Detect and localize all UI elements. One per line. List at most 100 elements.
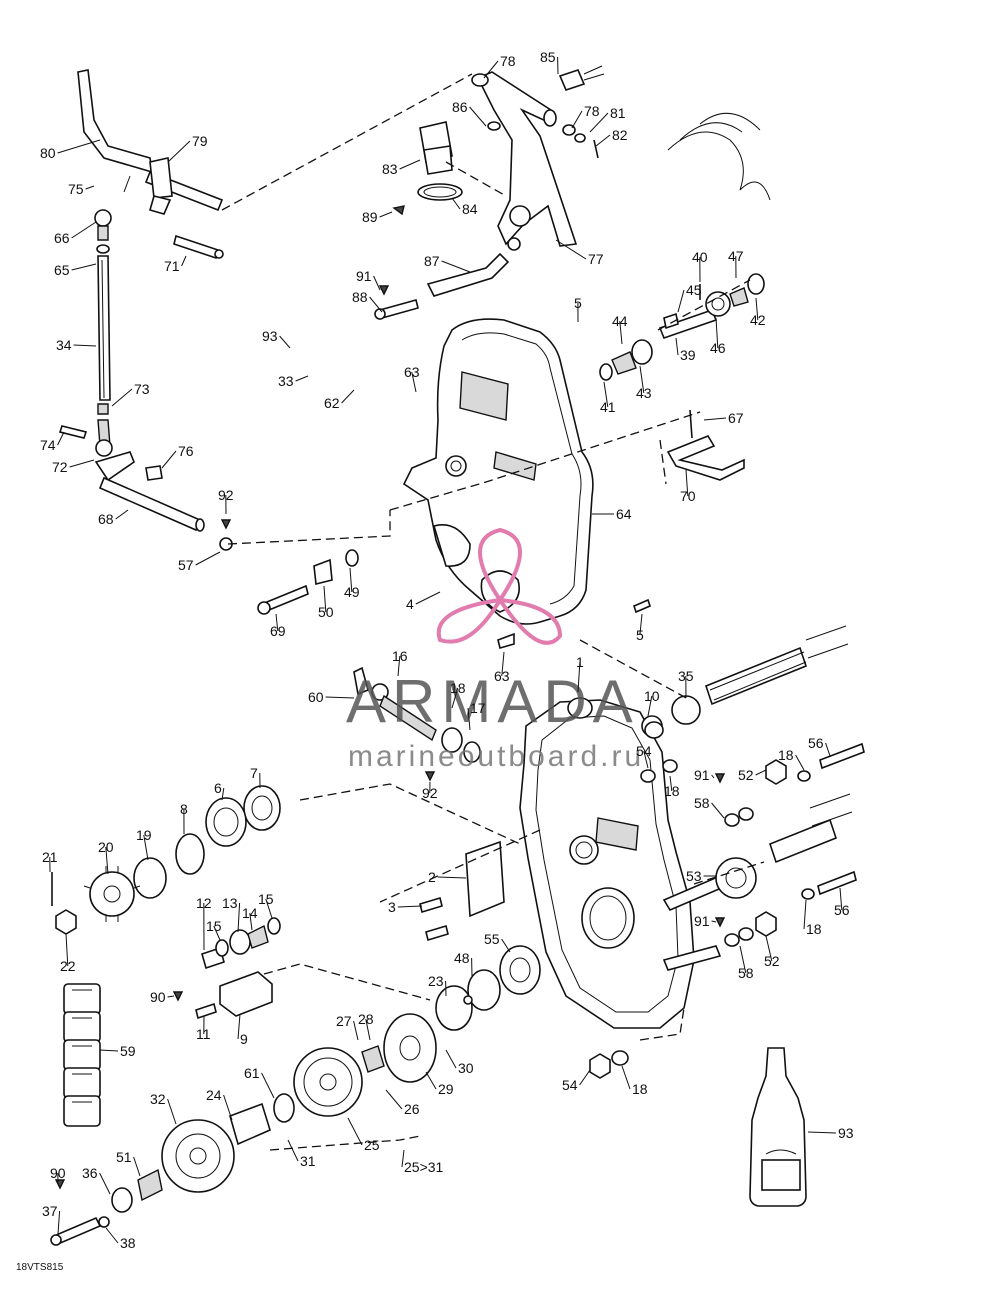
callout-41: 41 [600, 381, 616, 415]
leader-line [739, 945, 747, 974]
leader-line [237, 902, 241, 933]
part-number-label: 36 [82, 1165, 98, 1181]
callout-26: 26 [385, 1089, 420, 1117]
leader-line [57, 431, 65, 446]
callout-16: 16 [392, 648, 408, 677]
leader-line [441, 260, 471, 273]
part-number-label: 93 [838, 1125, 854, 1141]
leader-line [365, 1018, 371, 1041]
part-number-label: 84 [462, 201, 478, 217]
leader-line [265, 898, 273, 919]
callout-55: 55 [484, 931, 511, 953]
part-number-label: 89 [362, 209, 378, 225]
part-number-label: 83 [382, 161, 398, 177]
leader-line [803, 899, 807, 930]
part-number-label: 24 [206, 1087, 222, 1103]
leader-line [115, 509, 129, 520]
leader-line [825, 742, 831, 757]
leader-line [401, 1149, 405, 1168]
part-number-label: 27 [336, 1013, 352, 1029]
leader-line [795, 754, 805, 771]
callout-78a: 78 [483, 53, 516, 79]
part-number-label: 47 [728, 248, 744, 264]
callout-69: 69 [270, 613, 286, 639]
leader-line [249, 912, 253, 931]
leader-line [555, 239, 587, 260]
leader-line [451, 687, 459, 709]
leader-line [603, 381, 609, 408]
callout-68: 68 [98, 509, 129, 527]
leader-line [619, 320, 623, 345]
leader-line [807, 1131, 837, 1134]
callout-56a: 56 [808, 735, 831, 757]
leader-line [467, 707, 471, 731]
callout-70: 70 [680, 469, 696, 504]
part-number-label: 62 [324, 395, 340, 411]
part-number-label: 93 [262, 328, 278, 344]
gear-plate [383, 1013, 437, 1083]
part-number-label: 90 [150, 989, 166, 1005]
part-number-label: 8 [180, 801, 188, 817]
callout-3: 3 [388, 899, 423, 915]
leader-line [755, 769, 767, 776]
part-number-label: 59 [120, 1043, 136, 1059]
leader-line [161, 450, 177, 469]
callout-44: 44 [612, 313, 628, 345]
leader-line [595, 134, 611, 147]
callout-46: 46 [710, 317, 726, 356]
leader-line [639, 365, 645, 394]
callout-67: 67 [703, 410, 744, 426]
actuator-shaft [94, 451, 135, 482]
part-number-label: 25>31 [404, 1159, 444, 1175]
callout-61: 61 [244, 1065, 275, 1099]
callout-72: 72 [52, 459, 95, 475]
part-number-label: 80 [40, 145, 56, 161]
callout-21: 21 [42, 849, 58, 873]
callout-84: 84 [451, 197, 478, 217]
leader-line [571, 110, 583, 129]
part-number-label: 32 [150, 1091, 166, 1107]
callout-93b: 93 [807, 1125, 854, 1141]
callout-52b: 52 [764, 935, 780, 969]
callout-5a: 5 [574, 295, 582, 323]
part-number-label: 76 [178, 443, 194, 459]
callout-90b: 90 [50, 1165, 66, 1185]
part-number-label: 18 [450, 680, 466, 696]
leader-line [501, 651, 505, 677]
leader-line [133, 1156, 141, 1177]
callout-65: 65 [54, 262, 97, 278]
part-number-label: 61 [244, 1065, 260, 1081]
part-number-label: 4 [406, 596, 414, 612]
part-number-label: 25 [364, 1137, 380, 1153]
leader-line [647, 695, 653, 717]
part-number-label: 39 [680, 347, 696, 363]
large-sprocket [161, 1119, 235, 1193]
callout-52a: 52 [738, 767, 767, 783]
leader-line [501, 938, 511, 953]
leader-line [677, 289, 685, 313]
callout-92a: 92 [218, 487, 234, 515]
part-number-label: 45 [686, 282, 702, 298]
part-number-label: 15 [258, 891, 274, 907]
callout-43: 43 [636, 365, 652, 401]
leader-line [167, 140, 191, 163]
callout-79: 79 [167, 133, 208, 163]
leader-line [411, 371, 417, 393]
part-number-label: 51 [116, 1149, 132, 1165]
callout-63b: 63 [494, 651, 510, 684]
callout-66: 66 [54, 221, 97, 246]
callout-10: 10 [644, 688, 660, 717]
callout-62: 62 [324, 389, 355, 411]
callout-40: 40 [692, 249, 708, 283]
leader-line [621, 1065, 631, 1090]
callout-47: 47 [728, 248, 744, 279]
part-number-label: 58 [694, 795, 710, 811]
leader-line [425, 1071, 437, 1090]
leader-line [685, 469, 689, 497]
callout-81: 81 [589, 105, 626, 133]
callout-2: 2 [428, 869, 467, 885]
leader-line [65, 933, 69, 967]
part-number-label: 9 [240, 1031, 248, 1047]
part-number-label: 38 [120, 1235, 136, 1251]
